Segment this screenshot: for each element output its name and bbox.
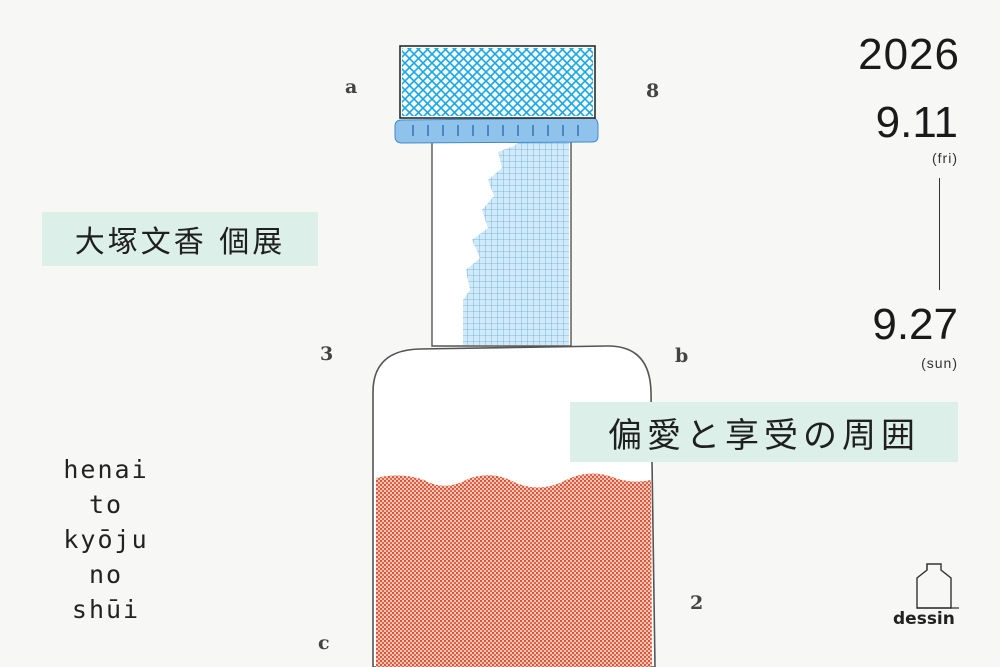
exhibition-title-label: 偏愛と享受の周囲 [570, 402, 958, 462]
title-romaji: henai to kyōju no shūi [40, 452, 172, 627]
bottle-liquid [376, 473, 652, 667]
romaji-line: shūi [71, 595, 141, 624]
marker-a: a [345, 76, 358, 98]
romaji-line: no [88, 560, 124, 589]
date-range-line [939, 178, 940, 290]
venue-logo-text: dessin [893, 609, 955, 629]
start-date: 9.11 [875, 98, 958, 147]
cap-band [394, 117, 599, 144]
romaji-line: henai [63, 455, 149, 484]
end-date: 9.27 [872, 300, 958, 349]
artist-exhibition-label: 大塚文香 個展 [42, 212, 318, 266]
cap-band-ticks [412, 125, 579, 136]
marker-2: 2 [690, 592, 704, 614]
marker-3: 3 [320, 343, 334, 365]
exhibition-year: 2026 [858, 30, 960, 79]
start-weekday: (fri) [932, 150, 958, 166]
romaji-line: kyōju [63, 525, 149, 554]
dessin-logo-icon [916, 563, 959, 609]
neck-graph-paper [463, 140, 569, 345]
marker-c: c [318, 632, 330, 654]
romaji-line: to [88, 490, 124, 519]
end-weekday: (sun) [921, 355, 958, 371]
marker-8: 8 [646, 80, 660, 102]
marker-b: b [675, 345, 689, 367]
